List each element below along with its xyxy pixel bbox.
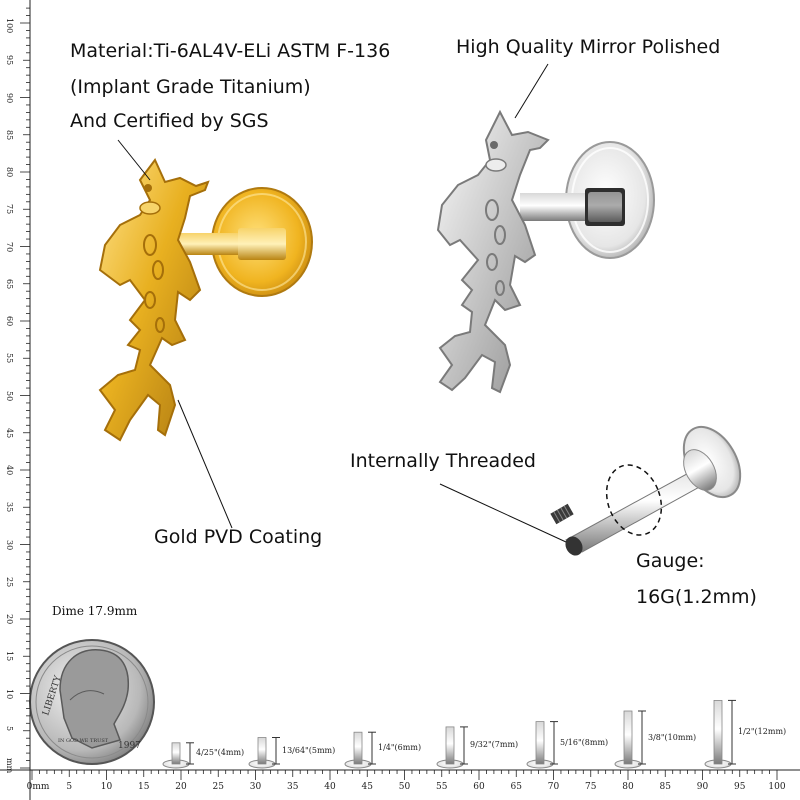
silver-labret — [436, 109, 655, 394]
ruler-bottom-label: 30 — [249, 782, 262, 792]
size-post — [344, 731, 376, 769]
gold-labret — [98, 158, 313, 442]
ruler-bottom-label: 70 — [547, 782, 560, 792]
size-post — [526, 721, 558, 769]
ruler-bottom-label: 90 — [696, 782, 709, 792]
ruler-left-label: 5 — [5, 725, 14, 731]
threaded-post — [550, 425, 742, 556]
material-label-line3: And Certified by SGS — [70, 110, 269, 132]
size-label: 13/64"(5mm) — [282, 745, 336, 755]
ruler-left-label: 85 — [5, 129, 14, 140]
ruler-bottom-label: 50 — [398, 782, 411, 792]
ruler-left-label: 75 — [5, 204, 14, 215]
size-label: 3/8"(10mm) — [648, 732, 697, 742]
ruler-bottom-label: 10 — [100, 782, 113, 792]
size-label: 1/2"(12mm) — [738, 727, 787, 737]
gauge-label-line2: 16G(1.2mm) — [636, 586, 757, 608]
ruler-left — [20, 0, 31, 800]
dime-label: Dime 17.9mm — [52, 604, 138, 618]
ruler-left-label: 50 — [5, 390, 14, 401]
ruler-left-label: 10 — [5, 688, 14, 699]
ruler-left-label: 55 — [5, 353, 14, 364]
coin-year-text: 1997 — [118, 741, 141, 751]
size-post — [162, 742, 194, 769]
ruler-left-label: 100 — [5, 18, 14, 34]
coin-motto-text: IN GOD WE TRUST — [58, 738, 109, 744]
material-label-line1: Material:Ti-6AL4V-ELi ASTM F-136 — [70, 40, 391, 62]
ruler-left-label: 90 — [5, 92, 14, 103]
thread-screw — [550, 503, 574, 525]
ruler-left-label: 40 — [5, 465, 14, 476]
ruler-bottom-label: 15 — [138, 782, 150, 792]
gauge-label-line1: Gauge: — [636, 550, 705, 572]
ruler-left-label: 20 — [5, 614, 14, 625]
ruler-left-label: 30 — [5, 539, 14, 550]
ruler-left-label: mm — [5, 758, 14, 774]
size-post — [436, 726, 468, 769]
ruler-left-label: 15 — [5, 651, 14, 662]
size-label: 4/25"(4mm) — [196, 748, 245, 758]
ruler-left-label: 95 — [5, 55, 14, 66]
size-post — [614, 710, 646, 769]
size-post — [248, 737, 280, 769]
ruler-bottom-label: 0mm — [26, 782, 50, 792]
ruler-bottom-label: 25 — [212, 782, 224, 792]
size-post — [704, 699, 736, 769]
ruler-bottom — [0, 769, 800, 780]
size-label: 5/16"(8mm) — [560, 737, 609, 747]
ruler-bottom-label: 40 — [324, 782, 336, 792]
size-posts — [162, 699, 736, 769]
ruler-bottom-label: 85 — [659, 782, 671, 792]
ruler-bottom-label: 45 — [361, 782, 373, 792]
ruler-left-label: 80 — [5, 167, 14, 178]
ruler-left-label: 65 — [5, 278, 14, 289]
ruler-bottom-label: 95 — [734, 782, 746, 792]
ruler-left-label: 25 — [5, 576, 14, 587]
ruler-bottom-label: 35 — [287, 782, 299, 792]
ruler-bottom-label: 65 — [510, 782, 522, 792]
material-label-line2: (Implant Grade Titanium) — [70, 76, 311, 98]
ruler-bottom-label: 60 — [473, 782, 485, 792]
internally-threaded-label: Internally Threaded — [350, 450, 536, 472]
size-label: 1/4"(6mm) — [378, 743, 422, 753]
mirror-polished-label: High Quality Mirror Polished — [456, 36, 721, 58]
ruler-bottom-label: 5 — [66, 782, 73, 792]
ruler-bottom-label: 55 — [436, 782, 448, 792]
ruler-bottom-label: 80 — [622, 782, 634, 792]
ruler-left-label: 70 — [5, 241, 14, 252]
ruler-left-label: 45 — [5, 427, 14, 438]
ruler-bottom-label: 20 — [175, 782, 187, 792]
ruler-bottom-label: 75 — [585, 782, 597, 792]
size-label: 9/32"(7mm) — [470, 740, 519, 750]
dime-coin: LIBERTY IN GOD WE TRUST 1997 — [29, 639, 155, 765]
ruler-left-label: 35 — [5, 502, 14, 513]
gold-pvd-label: Gold PVD Coating — [154, 526, 323, 548]
ruler-left-label: 60 — [5, 316, 14, 327]
ruler-bottom-label: 100 — [768, 782, 786, 792]
